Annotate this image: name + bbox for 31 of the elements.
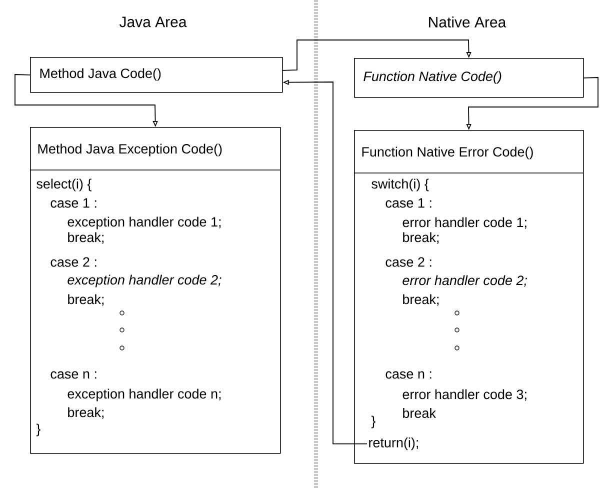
area-heading: Java Area xyxy=(119,16,187,28)
node-label: case 1 : xyxy=(386,198,432,208)
function-box: Function Native Code() xyxy=(354,58,584,98)
node-label: exception handler code 1; xyxy=(68,216,221,230)
node-label: exception handler code 2; xyxy=(68,274,222,288)
node-label: break; xyxy=(68,407,104,419)
node-label: } xyxy=(371,416,376,428)
node-label: case 2 : xyxy=(386,257,432,267)
area-heading: Native Area xyxy=(429,16,506,28)
node-label: error handler code 3; xyxy=(402,389,526,401)
node-label: select(i) { xyxy=(36,178,92,192)
return-statement: return(i); xyxy=(369,438,418,450)
node-label: case 2 : xyxy=(50,257,96,267)
node-label: error handler code 1; xyxy=(402,217,526,229)
node-label: break; xyxy=(68,294,104,306)
node-label: break; xyxy=(403,232,439,244)
node-label: Function Native Error Code() xyxy=(362,146,533,160)
node-label: break xyxy=(403,408,436,418)
node-label: switch(i) { xyxy=(372,178,429,192)
code-box: Method Java Exception Code() select(i) { case 1 : exception handler code 1; break; case 2 : exception handler code 2; break; case n : exception handler code n; break; } xyxy=(30,127,281,454)
node-label: break; xyxy=(403,294,439,306)
node-label: case n : xyxy=(50,371,96,379)
node-label: case 1 : xyxy=(50,198,96,208)
node-label: error handler code 2; xyxy=(402,275,528,287)
node-label: break; xyxy=(68,232,104,244)
node-label: Method Java Exception Code() xyxy=(38,144,222,156)
arrow xyxy=(282,40,472,71)
function-box: Method Java Code() xyxy=(30,57,283,93)
node-label: exception handler code n; xyxy=(68,388,221,402)
node-label: } xyxy=(36,424,40,436)
node-label: case n : xyxy=(386,371,432,379)
